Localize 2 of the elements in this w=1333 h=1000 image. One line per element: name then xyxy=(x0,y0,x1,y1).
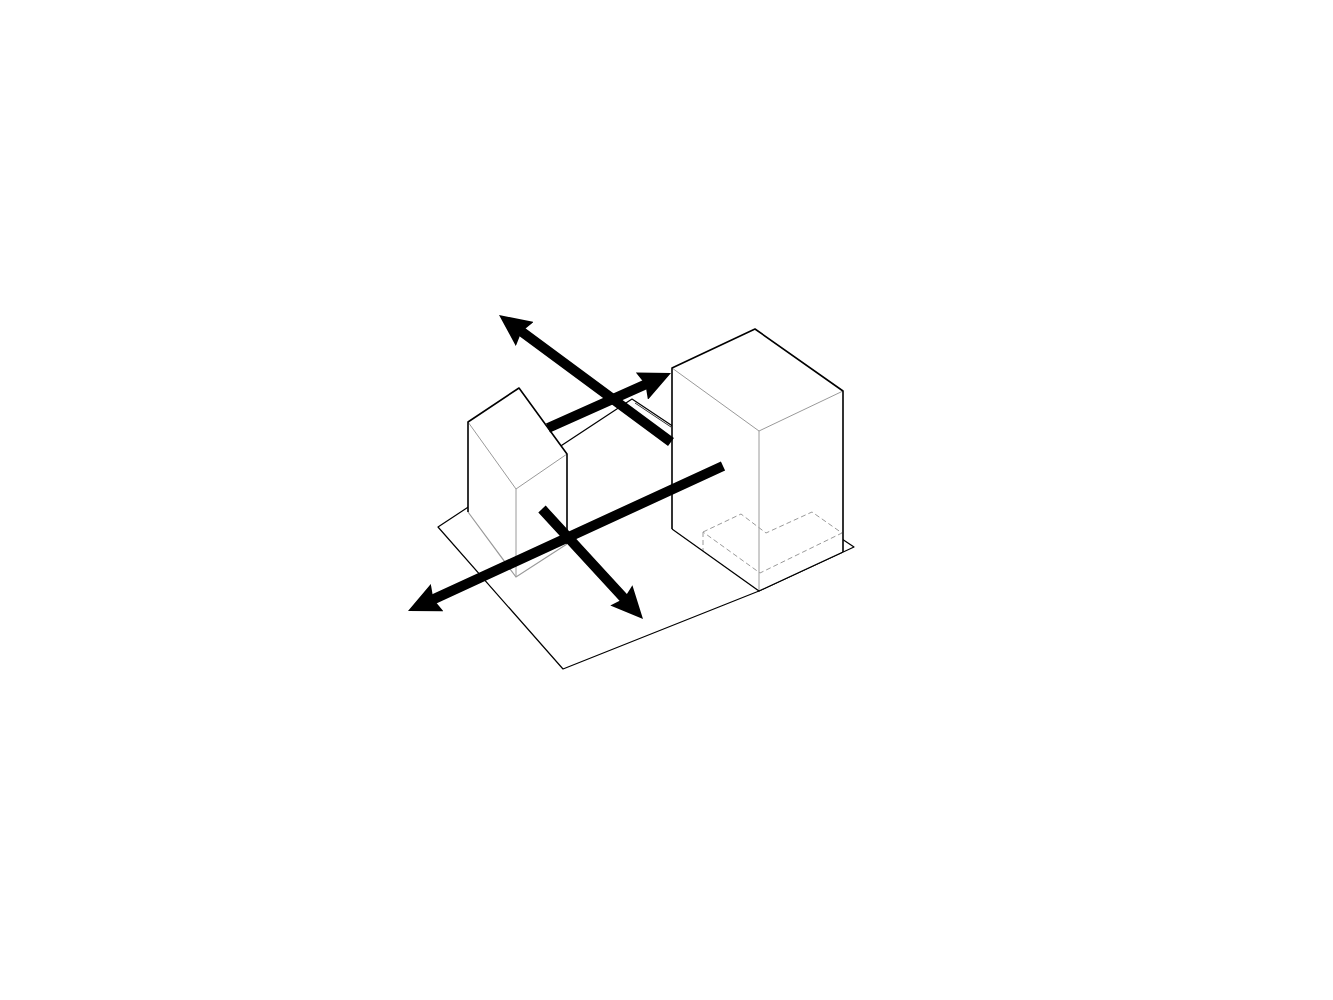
building-volume xyxy=(467,387,568,578)
building-volume xyxy=(671,327,844,592)
